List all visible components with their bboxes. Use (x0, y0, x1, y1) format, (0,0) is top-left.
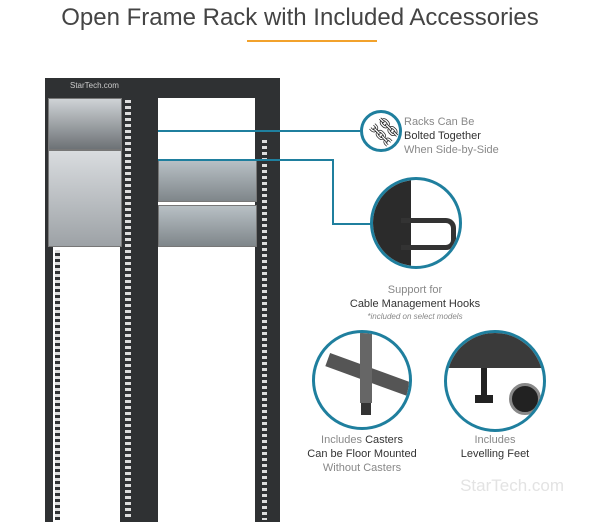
caption-line: Cable Management Hooks (349, 298, 481, 310)
rack-logo: StarTech.com (70, 81, 119, 90)
caption-text: Includes (321, 434, 366, 446)
caption-line: Without Casters (322, 462, 402, 474)
caption-line: Support for (387, 284, 443, 296)
caption-note: *included on select models (367, 312, 463, 321)
watermark: StarTech.com (460, 476, 564, 495)
caption-line: Can be Floor Mounted (307, 448, 417, 460)
feet-caption: Includes Levelling Feet (445, 433, 545, 461)
connector-line (158, 130, 360, 132)
page-title: Open Frame Rack with Included Accessorie… (61, 4, 539, 31)
title-underline (247, 40, 377, 42)
connector-line (332, 159, 334, 224)
rack-post-right (255, 95, 280, 522)
link-icon: ⛓ (364, 111, 402, 152)
rack-base (447, 333, 543, 368)
foot-stem (481, 368, 487, 398)
server-unit (48, 150, 122, 247)
connector-line (332, 223, 372, 225)
rack-top-frame (45, 78, 280, 98)
link-icon-circle: ⛓ (360, 110, 402, 152)
rack-post-back (45, 95, 53, 522)
rack-holes (125, 100, 131, 520)
hook-icon (401, 218, 456, 250)
caption-text: Casters (365, 434, 403, 446)
cable-hook-image (370, 177, 462, 269)
caption-line: When Side-by-Side (404, 144, 499, 156)
hooks-caption: Support for Cable Management Hooks *incl… (330, 283, 500, 322)
bolted-caption: Racks Can Be Bolted Together When Side-b… (404, 115, 499, 157)
shelf-rail (158, 160, 257, 202)
rack-holes (55, 250, 60, 520)
casters-caption: Includes Casters Can be Floor Mounted Wi… (300, 433, 424, 475)
patch-panel (48, 98, 122, 150)
caption-line: Bolted Together (404, 130, 481, 142)
rack-holes (262, 140, 267, 520)
caster-icon (361, 403, 371, 415)
caption-line: Levelling Feet (460, 448, 530, 460)
casters-image (312, 330, 412, 430)
rack-leg (360, 333, 372, 403)
connector-line (158, 159, 333, 161)
caster-wheel-icon (509, 383, 541, 415)
shelf-rail (158, 205, 257, 247)
caption-line: Includes (474, 434, 516, 446)
levelling-feet-image (444, 330, 546, 432)
levelling-foot-icon (475, 395, 493, 403)
caption-line: Racks Can Be (404, 116, 475, 128)
